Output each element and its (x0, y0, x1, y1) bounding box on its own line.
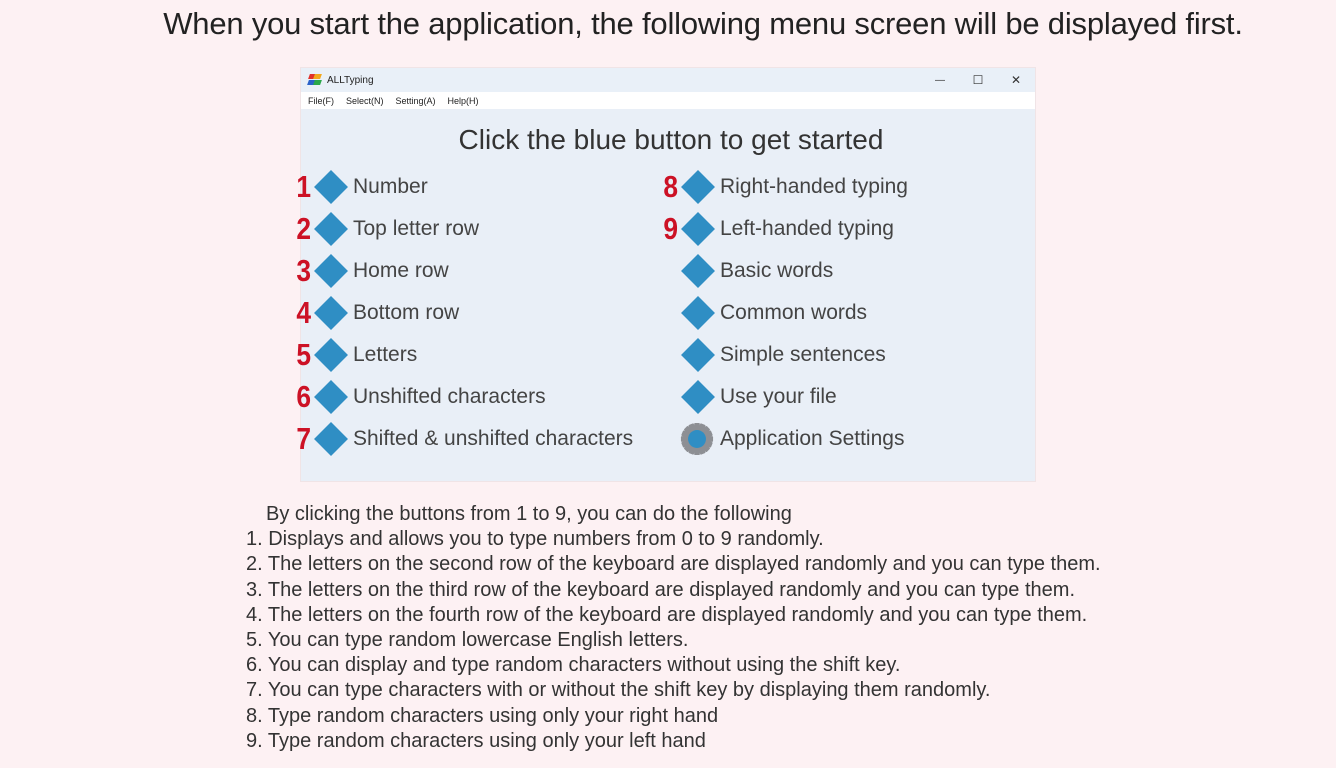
description-item: 5. You can type random lowercase English… (246, 629, 689, 652)
diamond-button-icon[interactable] (314, 170, 348, 204)
diamond-button-icon[interactable] (681, 338, 715, 372)
diamond-button-icon[interactable] (314, 338, 348, 372)
minimize-button[interactable]: — (921, 68, 959, 92)
menu-bar: File(F) Select(N) Setting(A) Help(H) (301, 92, 1035, 109)
option-common-words[interactable]: Common words (654, 296, 867, 330)
option-top-letter-row[interactable]: 2 Top letter row (287, 211, 480, 246)
app-window: ALLTyping — ☐ ✕ File(F) Select(N) Settin… (296, 68, 1035, 481)
gear-icon[interactable] (680, 422, 714, 456)
minimize-icon: — (935, 74, 945, 86)
option-number-label: 6 (296, 379, 311, 414)
option-number-label: 2 (296, 211, 311, 246)
description-item: 7. You can type characters with or witho… (246, 679, 991, 702)
option-label: Common words (720, 301, 868, 324)
option-use-your-file[interactable]: Use your file (654, 380, 837, 414)
option-label: Home row (353, 259, 449, 282)
option-basic-words[interactable]: Basic words (654, 254, 833, 288)
option-label: Unshifted characters (353, 385, 546, 408)
diamond-button-icon[interactable] (314, 380, 348, 414)
option-label: Number (353, 175, 428, 198)
description-item: 4. The letters on the fourth row of the … (246, 603, 1088, 626)
menu-setting[interactable]: Setting(A) (395, 95, 436, 106)
diamond-button-icon[interactable] (681, 296, 715, 330)
description-item: 3. The letters on the third row of the k… (246, 578, 1075, 601)
option-simple-sentences[interactable]: Simple sentences (654, 338, 886, 372)
option-label: Right-handed typing (720, 175, 908, 198)
close-icon: ✕ (1010, 73, 1022, 87)
option-unshifted-characters[interactable]: 6 Unshifted characters (287, 379, 546, 414)
description-intro: By clicking the buttons from 1 to 9, you… (266, 503, 792, 525)
description-item: 8. Type random characters using only you… (246, 704, 719, 727)
description-item: 9. Type random characters using only you… (246, 729, 706, 752)
diamond-button-icon[interactable] (314, 422, 348, 456)
app-logo-icon (307, 74, 322, 86)
diamond-button-icon[interactable] (681, 212, 715, 246)
option-right-handed-typing[interactable]: 8 Right-handed typing (654, 169, 908, 204)
option-bottom-row[interactable]: 4 Bottom row (287, 295, 460, 330)
option-number-label: 7 (296, 421, 311, 456)
option-number-label: 5 (296, 337, 311, 372)
maximize-icon: ☐ (972, 73, 984, 87)
option-label: Bottom row (353, 301, 460, 324)
diamond-button-icon[interactable] (681, 254, 715, 288)
option-application-settings[interactable]: Application Settings (654, 422, 904, 456)
menu-file[interactable]: File(F) (308, 95, 334, 106)
option-left-handed-typing[interactable]: 9 Left-handed typing (654, 211, 894, 246)
window-heading: Click the blue button to get started (458, 124, 884, 155)
description-list: By clicking the buttons from 1 to 9, you… (246, 502, 1101, 754)
option-number-label: 8 (663, 169, 678, 204)
maximize-button[interactable]: ☐ (959, 68, 997, 92)
description-item: 1. Displays and allows you to type numbe… (246, 528, 824, 551)
diamond-button-icon[interactable] (314, 254, 348, 288)
page-headline: When you start the application, the foll… (163, 6, 1243, 41)
option-number-label: 1 (296, 169, 311, 204)
title-bar: ALLTyping — ☐ ✕ (301, 68, 1035, 92)
window-title: ALLTyping (327, 74, 374, 86)
menu-select[interactable]: Select(N) (346, 95, 384, 106)
diamond-button-icon[interactable] (314, 296, 348, 330)
option-label: Left-handed typing (720, 217, 894, 240)
menu-help[interactable]: Help(H) (447, 95, 479, 106)
option-label: Basic words (720, 259, 834, 282)
option-number-label: 3 (296, 253, 311, 288)
diamond-button-icon[interactable] (681, 170, 715, 204)
option-letters[interactable]: 5 Letters (287, 337, 418, 372)
close-button[interactable]: ✕ (997, 68, 1035, 92)
description-item: 6. You can display and type random chara… (246, 654, 901, 677)
description-item: 2. The letters on the second row of the … (246, 553, 1101, 576)
option-label: Application Settings (720, 427, 905, 450)
option-label: Simple sentences (720, 343, 886, 366)
option-label: Shifted & unshifted characters (353, 427, 634, 450)
option-label: Letters (353, 343, 418, 366)
option-shifted-unshifted-characters[interactable]: 7 Shifted & unshifted characters (287, 421, 634, 456)
diamond-button-icon[interactable] (314, 212, 348, 246)
option-label: Top letter row (353, 217, 480, 240)
option-label: Use your file (720, 385, 837, 408)
option-number-label: 9 (663, 211, 678, 246)
option-home-row[interactable]: 3 Home row (287, 253, 449, 288)
option-number-label: 4 (296, 295, 311, 330)
diamond-button-icon[interactable] (681, 380, 715, 414)
option-number[interactable]: 1 Number (287, 169, 428, 204)
